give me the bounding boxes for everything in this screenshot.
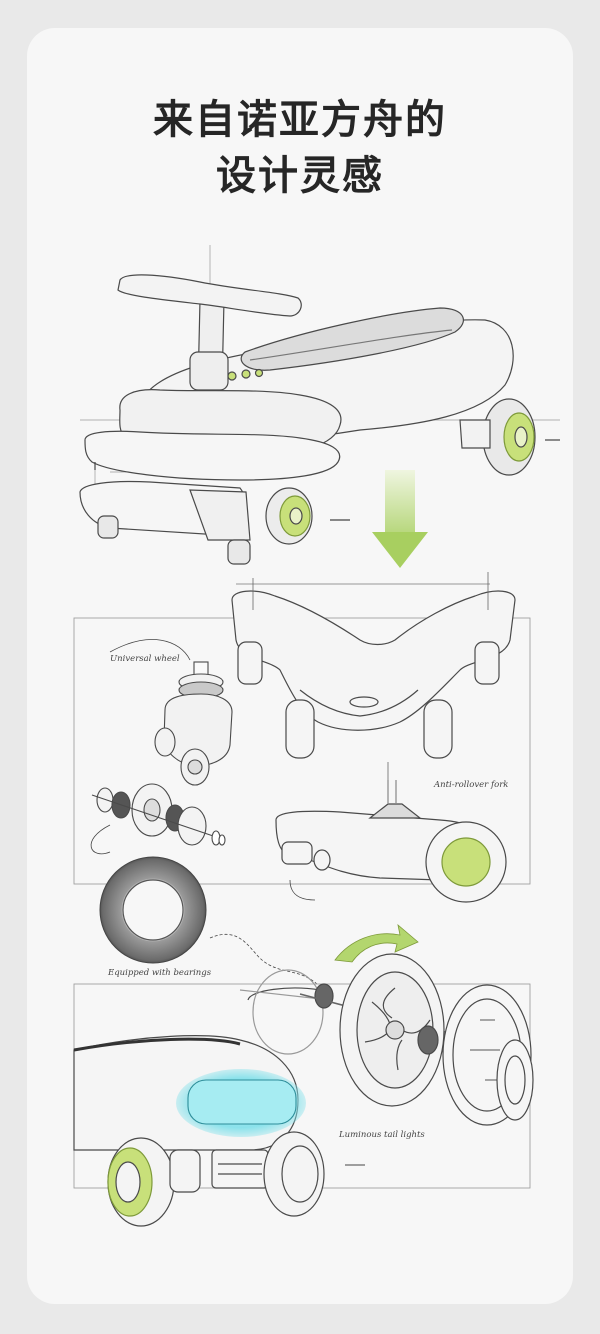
title-line-2: 设计灵感 — [216, 153, 384, 199]
label-tail-lights: Luminous tail lights — [339, 1130, 425, 1140]
swing-car-illustration — [79, 245, 560, 565]
label-bearings: Equipped with bearings — [108, 968, 212, 978]
detail-panel-2 — [73, 923, 534, 1227]
page-title: 来自诺亚方舟的 设计灵感 — [0, 92, 600, 204]
title-line-1: 来自诺亚方舟的 — [153, 97, 447, 143]
bearing-icon — [99, 856, 207, 964]
label-anti-rollover-fork: Anti-rollover fork — [434, 780, 509, 790]
label-universal-wheel: Universal wheel — [110, 654, 180, 664]
detail-panel-1 — [73, 572, 531, 903]
down-arrow — [372, 470, 428, 568]
